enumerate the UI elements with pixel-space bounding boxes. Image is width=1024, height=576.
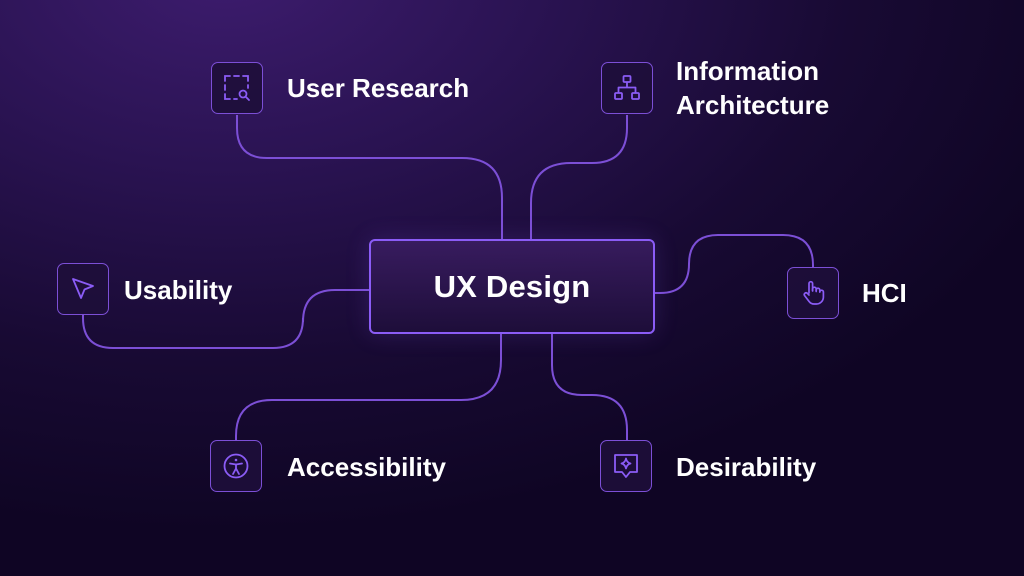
information-architecture-label-line1: Information	[676, 56, 819, 86]
information-architecture-label-line2: Architecture	[676, 90, 830, 120]
accessibility-icon	[223, 453, 249, 479]
accessibility-icon-box	[210, 440, 262, 492]
usability-label: Usability	[124, 275, 233, 305]
connector-information-architecture	[530, 115, 628, 239]
connector-accessibility	[235, 334, 502, 440]
hand-pointer-icon	[803, 280, 825, 305]
desirability-label: Desirability	[676, 452, 817, 482]
center-node-label: UX Design	[433, 268, 591, 304]
center-node-ux-design: UX Design	[369, 239, 655, 334]
desirability-icon-box	[600, 440, 652, 492]
information-architecture-icon-box	[601, 62, 653, 114]
connector-usability	[82, 289, 369, 349]
cursor-arrow-icon	[72, 278, 94, 299]
connector-hci	[655, 234, 814, 294]
connector-desirability	[551, 334, 628, 440]
sparkle-message-icon	[614, 454, 638, 478]
connector-user-research	[236, 115, 503, 239]
hci-icon-box	[787, 267, 839, 319]
sitemap-icon	[614, 75, 640, 100]
search-frame-icon	[224, 75, 250, 101]
hci-label: HCI	[862, 278, 907, 308]
accessibility-label: Accessibility	[287, 452, 446, 482]
usability-icon-box	[57, 263, 109, 315]
user-research-label: User Research	[287, 73, 470, 103]
user-research-icon-box	[211, 62, 263, 114]
